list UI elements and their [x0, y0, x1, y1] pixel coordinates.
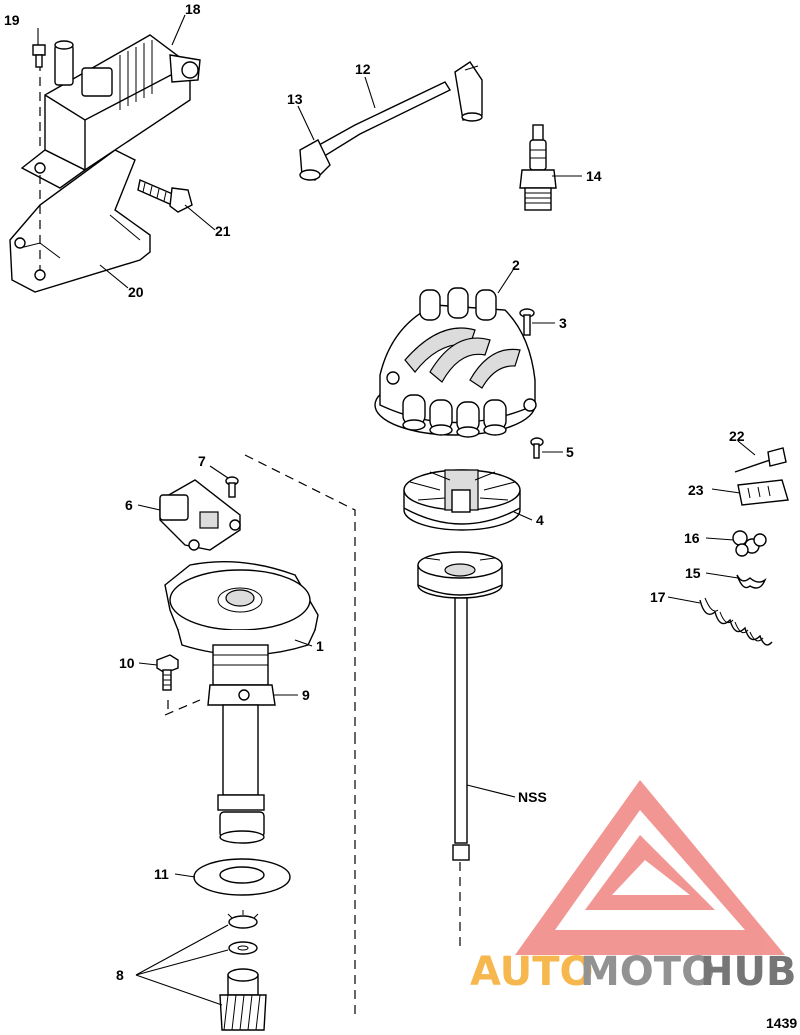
- part-16: [732, 530, 767, 557]
- callout-10: 10: [119, 655, 135, 671]
- part-15: [736, 574, 767, 589]
- callout-11: 11: [154, 866, 169, 882]
- callout-19: 19: [4, 12, 20, 28]
- watermark-text-hub: HUB: [700, 949, 796, 995]
- distributor-housing: [164, 454, 356, 1020]
- screw-3: [519, 308, 535, 336]
- callout-15: 15: [685, 565, 701, 581]
- callout-1: 1: [316, 638, 324, 654]
- watermark-text: AUTO MOTO HUB: [470, 949, 796, 995]
- ignition-coil: [9, 34, 201, 293]
- bolt-21: [137, 179, 193, 213]
- rotor: [403, 469, 521, 531]
- callout-21: 21: [215, 223, 231, 239]
- callout-labels: 19 18 12 13 14 20 21 2 3 5 22 23 7 6 4 1…: [4, 1, 797, 1031]
- callout-2: 2: [512, 257, 520, 273]
- callout-5: 5: [566, 444, 574, 460]
- callout-16: 16: [684, 530, 700, 546]
- callout-nss: NSS: [518, 789, 547, 805]
- spark-plug: [519, 124, 557, 211]
- washer-11: [193, 858, 291, 896]
- part-23: [737, 479, 789, 506]
- callout-20: 20: [128, 284, 144, 300]
- callout-6: 6: [125, 497, 133, 513]
- watermark-text-moto: MOTO: [580, 949, 715, 995]
- leader-lines: [37, 14, 756, 1006]
- screw-5: [530, 437, 544, 459]
- pickup-module: [159, 479, 241, 551]
- callout-8: 8: [116, 967, 124, 983]
- callout-22: 22: [729, 428, 745, 444]
- callout-9: 9: [302, 687, 310, 703]
- watermark-text-auto: AUTO: [470, 949, 594, 995]
- callout-12: 12: [355, 61, 371, 77]
- gear-kit-8: [219, 910, 267, 1031]
- callout-18: 18: [185, 1, 201, 17]
- callout-14: 14: [586, 168, 602, 184]
- figure-number: 1439: [766, 1015, 797, 1031]
- spark-plug-wire: [299, 61, 483, 181]
- callout-4: 4: [536, 512, 544, 528]
- callout-3: 3: [559, 315, 567, 331]
- bolt-10: [156, 654, 179, 691]
- part-22: [734, 447, 787, 473]
- screw-7: [225, 476, 239, 498]
- distributor-cap: [374, 287, 537, 438]
- part-17: [699, 597, 773, 646]
- callout-23: 23: [688, 482, 704, 498]
- callout-13: 13: [287, 91, 303, 107]
- callout-17: 17: [650, 589, 666, 605]
- shaft-assembly-nss: [417, 551, 503, 950]
- watermark-logo: [515, 780, 785, 955]
- bolt-19: [32, 44, 46, 68]
- callout-7: 7: [198, 453, 206, 469]
